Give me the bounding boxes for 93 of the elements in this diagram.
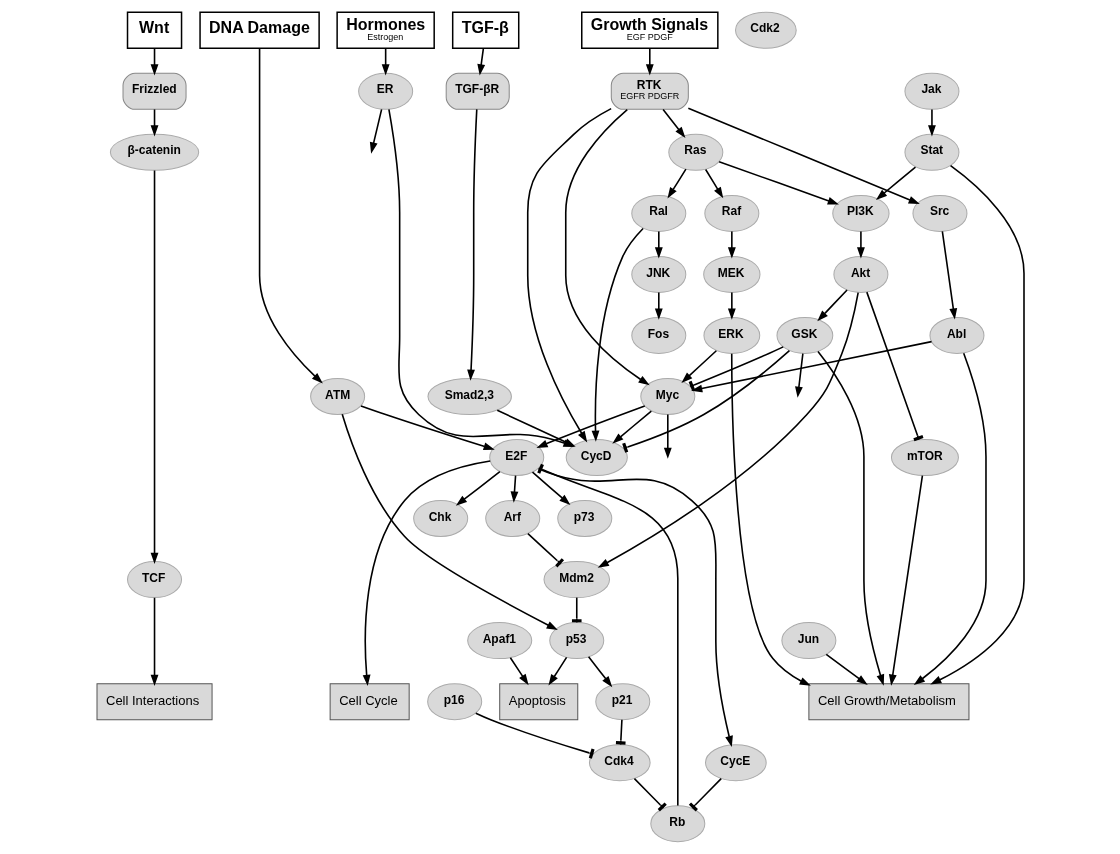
node-ellipse: Raf (703, 194, 759, 232)
node-ellipse: ER (357, 72, 413, 110)
connector (688, 346, 784, 391)
node-ellipse: p73 (556, 500, 612, 538)
node-box: Cell Growth/Metabolism (807, 683, 969, 721)
arrow (564, 108, 650, 386)
arrow (359, 405, 495, 451)
node-ellipse: Cdk2 (734, 11, 797, 49)
node-ellipse: JNK (630, 255, 686, 293)
node-ellipse: Chk (412, 500, 468, 538)
arrow (150, 597, 158, 686)
arrow (816, 350, 884, 686)
node-box: Apoptosis (498, 683, 578, 721)
arrow (927, 108, 936, 137)
arrow (510, 474, 518, 503)
arrow (730, 352, 811, 686)
connector (621, 349, 790, 453)
arrow (856, 230, 865, 259)
arrow (666, 168, 687, 199)
arrow (654, 291, 663, 320)
node-ellipse: Smad2,3 (426, 377, 512, 415)
connector (615, 718, 626, 746)
arrow (476, 47, 485, 76)
arrow (258, 47, 323, 384)
arrow (611, 410, 652, 444)
node-ellipse: ATM (309, 377, 365, 415)
arrow (661, 108, 685, 139)
arrow (704, 168, 723, 199)
arrow (816, 289, 848, 322)
node-ellipse: Abl (928, 316, 984, 354)
arrow (466, 108, 478, 381)
arrow (663, 413, 672, 459)
node-ellipse: Jun (780, 622, 836, 660)
arrow (654, 230, 663, 259)
arrow (526, 107, 612, 443)
arrow (794, 352, 804, 398)
node-box: Cell Cycle (329, 683, 410, 721)
connector (865, 291, 923, 442)
node-box: Growth Signals EGF PDGF (580, 11, 719, 50)
node-ellipse: Arf (484, 500, 540, 538)
arrow (547, 656, 567, 686)
node-box: TGF-β (451, 11, 519, 50)
arrow (824, 653, 868, 686)
connector (474, 712, 595, 759)
arrow (587, 656, 612, 688)
node-ellipse: GSK (775, 316, 833, 354)
node-ellipse: p16 (426, 683, 482, 721)
arrow (888, 474, 923, 686)
arrow (645, 47, 654, 76)
arrow (509, 656, 529, 686)
arrow (929, 164, 1025, 685)
node-ellipse: mTOR (890, 439, 959, 477)
arrow (369, 108, 382, 154)
arrow (455, 470, 501, 506)
arrow (941, 230, 957, 320)
node-ellipse: MEK (702, 255, 760, 293)
node-ellipse: PI3K (831, 194, 890, 232)
node-box: Hormones Estrogen (335, 11, 435, 50)
node-ellipse: Apaf1 (466, 622, 532, 660)
node-ellipse: β-catenin (109, 133, 199, 171)
node-ellipse: TCF (126, 561, 182, 599)
arrow (687, 107, 920, 205)
node-ellipse: Akt (832, 255, 888, 293)
node-box: RTK EGFR PDGFR (610, 72, 689, 110)
arrow (727, 291, 736, 320)
node-ellipse: Jak (903, 72, 959, 110)
node-ellipse: ERK (702, 316, 760, 354)
arrow (727, 230, 736, 259)
arrow (690, 340, 932, 393)
node-box: DNA Damage (198, 11, 320, 50)
node-box: TGF-βR (445, 72, 510, 110)
arrow (591, 227, 644, 442)
arrow (875, 166, 916, 200)
arrow (597, 291, 859, 568)
node-ellipse: Ral (630, 194, 686, 232)
node-ellipse: CycE (704, 744, 767, 782)
arrow (362, 460, 491, 687)
arrow (717, 160, 839, 205)
node-ellipse: p53 (548, 622, 604, 660)
node-box: Frizzled (122, 72, 187, 110)
node-box: Wnt (126, 11, 182, 50)
node-ellipse: Src (911, 194, 967, 232)
arrow (340, 413, 558, 631)
node-ellipse: Fos (630, 316, 686, 354)
node-ellipse: Stat (903, 133, 959, 171)
arrow (913, 352, 987, 686)
arrow (680, 349, 717, 383)
node-ellipse: p21 (594, 683, 650, 721)
arrow (531, 471, 570, 506)
node-box: Cell Interactions (96, 683, 213, 721)
connector (633, 777, 667, 812)
node-ellipse: Ras (667, 133, 723, 171)
arrow (150, 169, 158, 564)
